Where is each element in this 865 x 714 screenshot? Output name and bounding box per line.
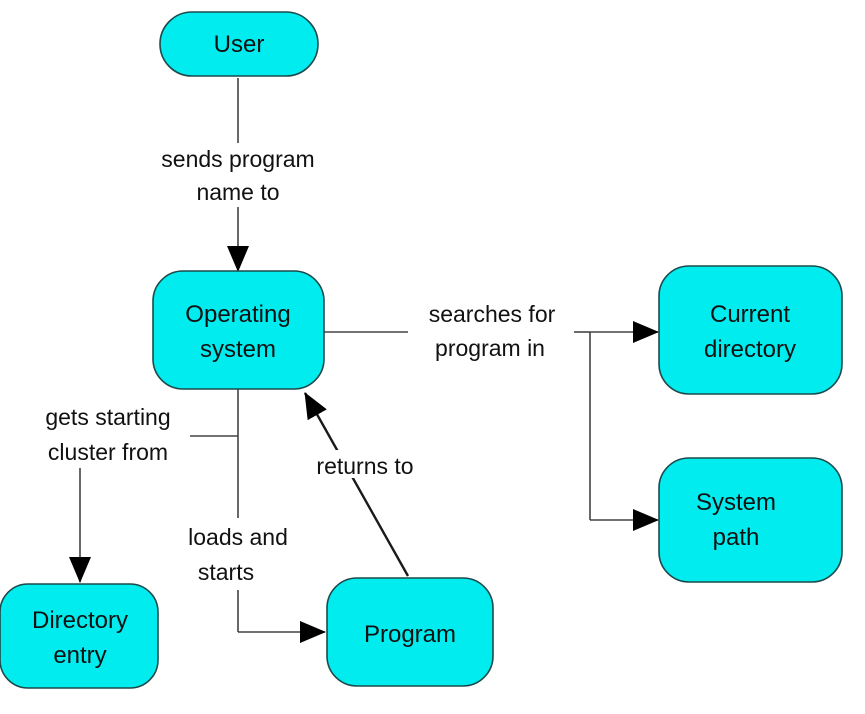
edge-loads-and-starts: loads and starts	[188, 436, 326, 643]
edge-label-line: name to	[196, 179, 279, 205]
edge-label-line: cluster from	[48, 439, 168, 465]
node-label-line: Directory	[32, 607, 128, 634]
edge-searches-program: searches for program in	[324, 301, 659, 531]
edge-label-line: starts	[198, 559, 254, 585]
node-current-directory: Current directory	[658, 265, 843, 395]
node-label-line: directory	[704, 336, 796, 363]
edge-label-line: returns to	[316, 453, 413, 479]
node-label-line: User	[214, 31, 265, 58]
node-user: User	[159, 11, 319, 77]
node-label-line: Program	[364, 621, 456, 648]
node-label-line: path	[713, 524, 760, 551]
node-system-path: System path	[658, 457, 843, 583]
node-directory-entry: Directory entry	[0, 583, 159, 689]
node-operating-system: Operating system	[152, 270, 325, 390]
edge-label-line: loads and	[188, 524, 288, 550]
edge-sends-program-name: sends program name to	[161, 78, 315, 272]
node-label-line: System	[696, 489, 776, 516]
edge-label-line: sends program	[161, 146, 314, 172]
edge-label-line: searches for	[429, 301, 556, 327]
node-label-line: Operating	[185, 301, 290, 328]
edge-gets-starting-cluster: gets starting cluster from	[45, 389, 239, 583]
edge-label-line: program in	[435, 335, 545, 361]
node-label-line: Current	[710, 301, 790, 328]
node-label-line: system	[200, 336, 276, 363]
node-program: Program	[326, 577, 494, 687]
node-label-line: entry	[53, 642, 106, 669]
edge-label-line: gets starting	[45, 404, 170, 430]
edge-returns-to: returns to	[300, 392, 430, 577]
